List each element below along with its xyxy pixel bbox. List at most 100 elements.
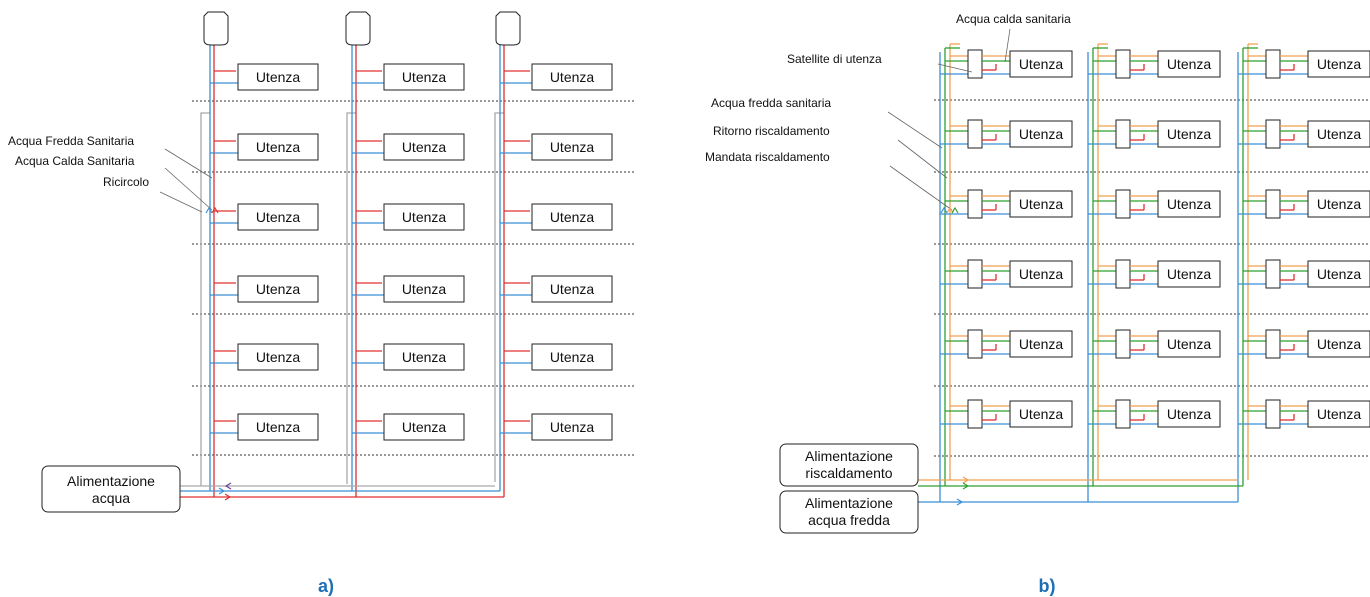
unit-box bbox=[531, 275, 613, 303]
unit-box bbox=[1157, 330, 1221, 358]
cold-supply-label-line2: acqua fredda bbox=[808, 512, 890, 528]
unit-label: Utenza bbox=[1167, 196, 1212, 212]
unit-label: Utenza bbox=[1019, 266, 1064, 282]
leader-line bbox=[887, 111, 943, 149]
unit-box bbox=[237, 343, 319, 371]
cold-arrow bbox=[956, 498, 964, 506]
return-direction-arrow bbox=[946, 206, 954, 214]
unit-box bbox=[383, 413, 465, 441]
unit-label: Utenza bbox=[402, 349, 447, 365]
satellite-unit bbox=[1265, 329, 1281, 359]
cold-direction-arrow bbox=[940, 206, 948, 214]
unit-label: Utenza bbox=[402, 139, 447, 155]
water-supply-box bbox=[41, 465, 181, 513]
annotation-hot-water: Acqua calda sanitaria bbox=[956, 12, 1071, 26]
unit-label: Utenza bbox=[256, 139, 301, 155]
unit-label: Utenza bbox=[256, 281, 301, 297]
cold-arrow bbox=[218, 487, 226, 495]
heating-supply-box bbox=[779, 443, 919, 487]
leader-line bbox=[937, 63, 973, 73]
hot-direction-arrow bbox=[211, 206, 219, 214]
unit-label: Utenza bbox=[550, 139, 595, 155]
satellite-unit bbox=[967, 189, 983, 219]
satellite-unit bbox=[1115, 399, 1131, 429]
satellite-unit bbox=[1115, 259, 1131, 289]
leader-line bbox=[159, 191, 203, 213]
unit-box bbox=[383, 343, 465, 371]
supply-direction-arrow bbox=[951, 206, 959, 214]
unit-box bbox=[1009, 330, 1073, 358]
unit-box bbox=[1009, 400, 1073, 428]
unit-label: Utenza bbox=[402, 209, 447, 225]
unit-label: Utenza bbox=[1019, 336, 1064, 352]
satellite-unit bbox=[1115, 119, 1131, 149]
unit-label: Utenza bbox=[402, 419, 447, 435]
unit-label: Utenza bbox=[550, 281, 595, 297]
annotation-cold-water: Acqua fredda sanitaria bbox=[711, 96, 831, 110]
hot-arrow bbox=[224, 493, 232, 501]
recirculation-arrow bbox=[224, 482, 232, 490]
cold-supply-box bbox=[779, 490, 919, 534]
unit-box bbox=[1009, 120, 1073, 148]
unit-label: Utenza bbox=[1167, 266, 1212, 282]
unit-label: Utenza bbox=[1167, 406, 1212, 422]
satellite-unit bbox=[967, 49, 983, 79]
unit-label: Utenza bbox=[1167, 126, 1212, 142]
unit-box bbox=[237, 413, 319, 441]
unit-box bbox=[531, 343, 613, 371]
panel-b-caption: b) bbox=[1039, 576, 1056, 596]
cold-direction-arrow bbox=[205, 206, 213, 214]
unit-box bbox=[1009, 50, 1073, 78]
satellite-unit bbox=[1115, 189, 1131, 219]
annotation-recirculation: Ricircolo bbox=[103, 175, 149, 189]
unit-box bbox=[383, 63, 465, 91]
annotation-heating-return: Ritorno riscaldamento bbox=[713, 124, 830, 138]
unit-label: Utenza bbox=[1317, 266, 1362, 282]
unit-label: Utenza bbox=[1019, 406, 1064, 422]
unit-label: Utenza bbox=[1317, 406, 1362, 422]
unit-label: Utenza bbox=[550, 349, 595, 365]
satellite-unit bbox=[1265, 189, 1281, 219]
satellite-unit bbox=[1265, 119, 1281, 149]
satellite-unit bbox=[1265, 49, 1281, 79]
unit-box bbox=[237, 63, 319, 91]
unit-box bbox=[1157, 120, 1221, 148]
unit-label: Utenza bbox=[1167, 336, 1212, 352]
unit-box bbox=[1307, 330, 1370, 358]
unit-label: Utenza bbox=[1317, 336, 1362, 352]
satellite-unit bbox=[1265, 259, 1281, 289]
annotation-cold-water: Acqua Fredda Sanitaria bbox=[8, 134, 134, 148]
return-arrow bbox=[962, 476, 970, 484]
unit-label: Utenza bbox=[1019, 126, 1064, 142]
panel-a-caption: a) bbox=[318, 576, 334, 596]
unit-box bbox=[1157, 190, 1221, 218]
satellite-unit bbox=[967, 329, 983, 359]
unit-label: Utenza bbox=[1167, 56, 1212, 72]
unit-box bbox=[1307, 120, 1370, 148]
satellite-unit bbox=[1115, 329, 1131, 359]
water-supply-label-line2: acqua bbox=[92, 490, 130, 506]
unit-label: Utenza bbox=[550, 69, 595, 85]
satellite-unit bbox=[967, 399, 983, 429]
recirculation-riser bbox=[494, 112, 504, 482]
unit-label: Utenza bbox=[1317, 196, 1362, 212]
annotation-heating-supply: Mandata riscaldamento bbox=[705, 150, 830, 164]
unit-box bbox=[383, 133, 465, 161]
leader-line bbox=[1004, 28, 1011, 63]
unit-label: Utenza bbox=[1019, 196, 1064, 212]
recirculation-riser bbox=[346, 112, 356, 484]
annotation-hot-water: Acqua Calda Sanitaria bbox=[15, 154, 135, 168]
satellite-unit bbox=[967, 259, 983, 289]
unit-label: Utenza bbox=[256, 419, 301, 435]
water-heater-tank bbox=[495, 11, 521, 46]
satellite-unit bbox=[1115, 49, 1131, 79]
leader-line bbox=[164, 167, 213, 211]
unit-box bbox=[237, 203, 319, 231]
unit-label: Utenza bbox=[1317, 56, 1362, 72]
unit-label: Utenza bbox=[402, 281, 447, 297]
unit-label: Utenza bbox=[550, 209, 595, 225]
unit-label: Utenza bbox=[1019, 56, 1064, 72]
panel-b-satellite-system: UtenzaUtenzaUtenzaUtenzaUtenzaUtenzaUten… bbox=[705, 12, 1370, 534]
unit-box bbox=[1009, 190, 1073, 218]
